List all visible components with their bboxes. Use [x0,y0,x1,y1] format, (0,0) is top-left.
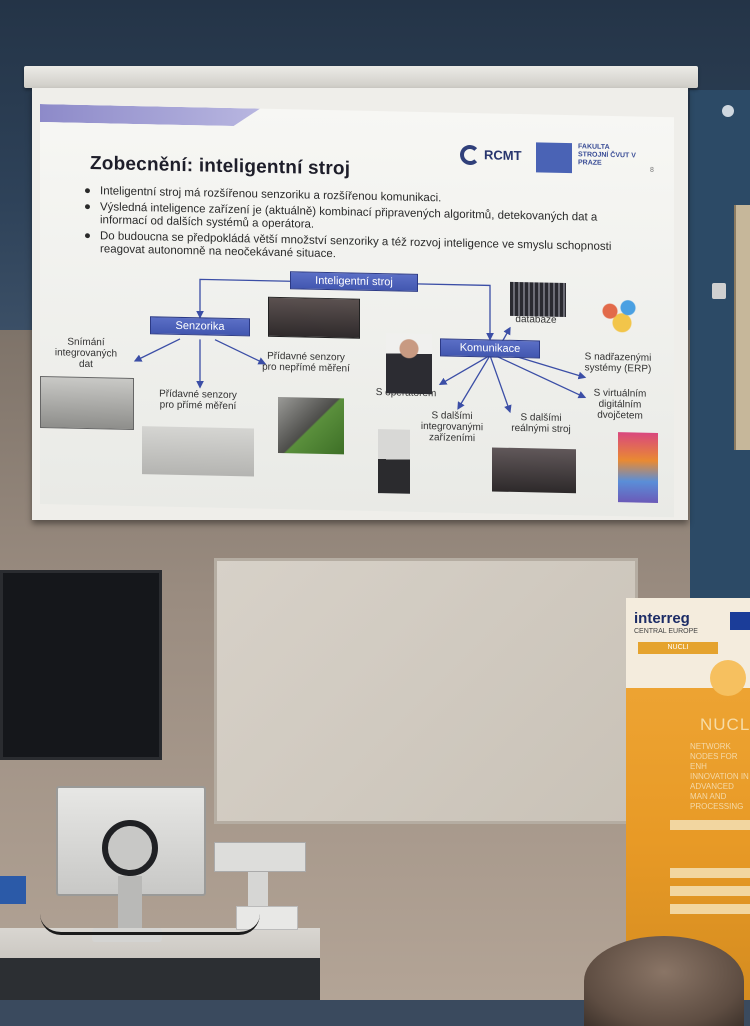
node-senzorika: Senzorika [150,316,250,337]
label-integrovana-zarizeni: S dalšími integrovanými zařízeními [420,410,484,445]
diagram-arrows [133,278,587,414]
eu-flag-icon [730,612,750,630]
whiteboard [214,558,638,824]
label-digital-twin: S virtuálním digitálním dvojčetem [593,387,647,422]
banner-stripe [670,820,750,830]
operator-photo [386,333,432,395]
banner-tag: NUCLI [638,642,718,654]
audience-head [584,936,744,1026]
integrated-device-image [378,429,410,494]
node-komunikace: Komunikace [440,338,540,359]
cable [40,914,260,935]
banner-stripe [670,886,750,896]
real-machine-image [492,447,576,494]
machine-controller-image [40,376,134,430]
direct-sensor-image [142,426,254,477]
label-snimani: Snímání integrovaných dat [54,336,118,371]
wall-tv [0,570,162,760]
monitor-stand [118,876,142,934]
banner-stripe [670,868,750,878]
monitor-mount-icon [102,820,158,876]
erp-puzzle-image [592,295,652,335]
wall-switch [712,283,726,299]
presentation-slide: RCMT FAKULTA STROJNÍ ČVUT V PRAZE 8 Zobe… [40,104,674,518]
label-prime-mereni: Přídavné senzory pro přímé měření [159,388,237,413]
projector-screen-housing [24,66,698,88]
monitor-base [92,928,162,942]
node-inteligentni-stroj: Inteligentní stroj [290,271,418,292]
wall-sign [734,205,750,450]
machine-tool-image [268,296,360,339]
document-camera-head [214,842,306,872]
banner-region: CENTRAL EUROPE [634,628,698,635]
desk-front [0,958,320,1000]
banner-emblem-icon [710,660,746,696]
label-erp: S nadřazenými systémy (ERP) [584,351,652,375]
banner-title: NUCL [700,715,750,734]
indirect-sensor-image [278,396,344,455]
banner-brand: interreg [634,610,690,627]
banner-stripe [670,904,750,914]
digital-twin-image [618,432,658,503]
chair [0,876,26,904]
label-neprime-mereni: Přídavné senzory pro nepřímé měření [262,350,350,375]
wall-light [722,105,734,117]
label-realne-stroje: S dalšími reálnými stroj [511,412,571,436]
database-image [510,281,566,318]
banner-text: NETWORK NODES FOR ENH INNOVATION IN ADVA… [690,742,749,811]
